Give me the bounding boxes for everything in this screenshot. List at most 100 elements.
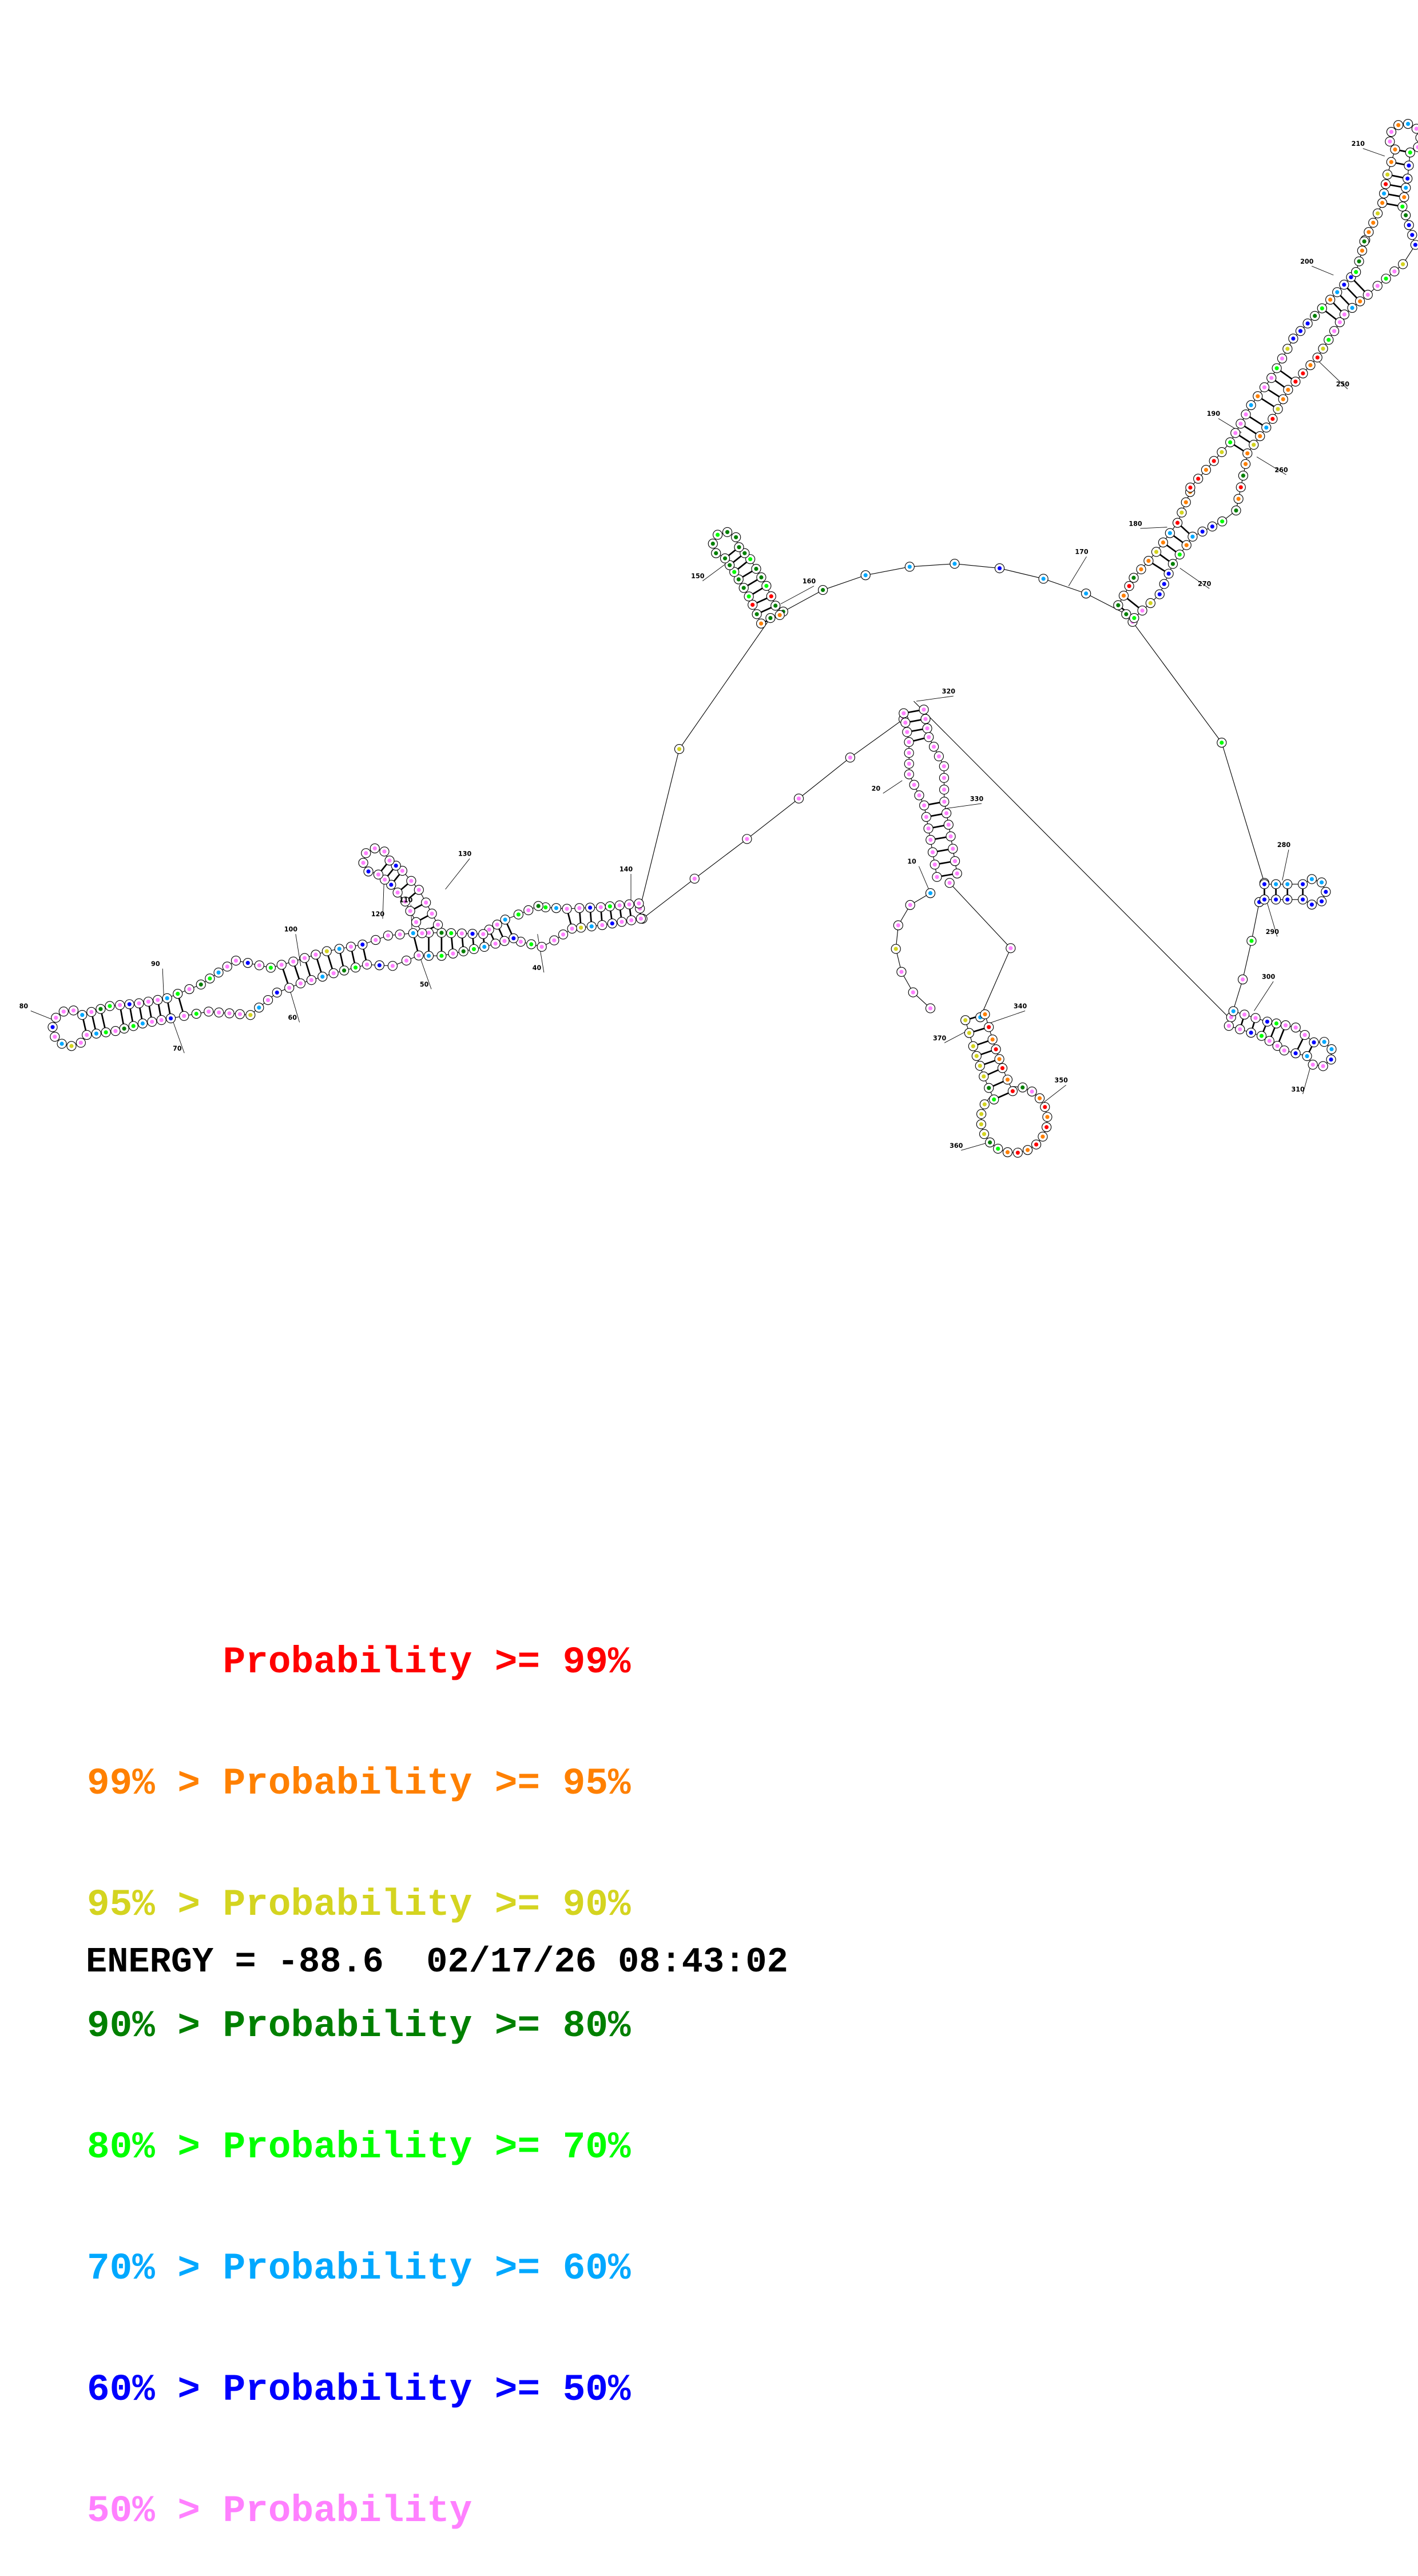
nucleotide-base	[608, 904, 612, 908]
nucleotide-base	[554, 906, 558, 910]
nucleotide-base	[122, 1027, 126, 1031]
nucleotide-base	[85, 1033, 89, 1037]
nucleotide-base	[409, 879, 413, 883]
nucleotide-base	[137, 1001, 141, 1005]
nucleotide-base	[128, 1002, 132, 1006]
nucleotide-base	[1313, 314, 1317, 318]
nucleotide-base	[1171, 562, 1175, 566]
nucleotide-base	[1212, 459, 1216, 463]
position-label: 180	[1129, 520, 1142, 528]
nucleotide-base	[1335, 290, 1339, 294]
nucleotide-base	[141, 1021, 145, 1025]
nucleotide-base	[1406, 122, 1410, 126]
nucleotide-base	[998, 566, 1002, 570]
nucleotide-base	[482, 945, 486, 949]
position-label: 120	[371, 911, 385, 918]
nucleotide-base	[337, 947, 341, 951]
position-label: 90	[151, 960, 160, 968]
nucleotide-base	[922, 804, 926, 808]
nucleotide-base	[349, 945, 353, 949]
backbone-line	[1000, 569, 1044, 579]
nucleotide-base	[908, 565, 912, 569]
nucleotide-base	[1268, 1039, 1272, 1043]
nucleotide-base	[1320, 880, 1324, 884]
backbone-line	[747, 798, 799, 839]
nucleotide-base	[94, 1032, 98, 1036]
nucleotide-base	[417, 888, 421, 892]
nucleotide-base	[1396, 123, 1400, 127]
nucleotide-base	[768, 616, 772, 620]
nucleotide-base	[80, 1013, 84, 1017]
nucleotide-base	[552, 939, 556, 943]
backbone-line	[694, 839, 747, 878]
nucleotide-base	[1238, 422, 1242, 426]
nucleotide-base	[1301, 897, 1305, 901]
nucleotide-base	[937, 754, 941, 758]
nucleotide-base	[1303, 1033, 1307, 1037]
nucleotide-base	[1188, 486, 1192, 490]
nucleotide-base	[238, 1012, 242, 1016]
nucleotide-base	[365, 963, 369, 967]
nucleotide-base	[487, 928, 491, 932]
nucleotide-base	[1253, 1016, 1257, 1020]
nucleotide-base	[778, 613, 782, 617]
nucleotide-base	[917, 793, 921, 797]
nucleotide-base	[1310, 903, 1314, 907]
nucleotide-base	[588, 905, 592, 909]
nucleotide-base	[146, 1000, 150, 1004]
nucleotide-base	[600, 923, 604, 927]
backbone-line	[1140, 527, 1167, 528]
backbone-line	[916, 696, 954, 701]
nucleotide-base	[511, 936, 515, 940]
legend-row: 50% > Probability	[87, 2492, 631, 2530]
nucleotide-base	[387, 858, 391, 862]
backbone-line	[702, 563, 727, 581]
nucleotide-base	[1084, 591, 1088, 595]
nucleotide-base	[903, 721, 907, 725]
nucleotide-base	[637, 901, 641, 905]
nucleotide-base	[693, 877, 697, 881]
nucleotide-base	[1310, 877, 1314, 881]
nucleotide-base	[373, 846, 377, 850]
position-label: 200	[1300, 258, 1314, 265]
nucleotide-base	[1016, 1151, 1020, 1155]
nucleotide-base	[1175, 521, 1179, 525]
nucleotide-base	[848, 756, 852, 760]
nucleotide-base	[1392, 269, 1396, 273]
nucleotide-base	[495, 923, 499, 927]
nucleotide-base	[1328, 297, 1332, 301]
nucleotide-base	[1262, 897, 1266, 901]
nucleotide-base	[378, 963, 382, 967]
nucleotide-base	[1285, 347, 1289, 351]
nucleotide-base	[389, 882, 393, 887]
nucleotide-base	[396, 891, 400, 895]
nucleotide-base	[1400, 205, 1404, 209]
nucleotide-base	[280, 963, 284, 967]
nucleotide-base	[1285, 882, 1289, 886]
nucleotide-base	[565, 907, 569, 911]
nucleotide-base	[924, 815, 928, 819]
nucleotide-base	[1312, 1040, 1316, 1044]
nucleotide-base	[217, 1011, 221, 1015]
nucleotide-base	[1201, 530, 1205, 534]
nucleotide-base	[725, 530, 729, 534]
nucleotide-base	[420, 931, 424, 935]
nucleotide-base	[1306, 321, 1310, 325]
nucleotide-base	[1342, 312, 1346, 316]
nucleotide-base	[1329, 1047, 1333, 1051]
nucleotide-base	[89, 1010, 93, 1014]
nucleotide-base	[894, 947, 898, 951]
nucleotide-base	[1367, 230, 1371, 234]
nucleotide-base	[1237, 497, 1241, 501]
nucleotide-base	[1294, 1025, 1298, 1029]
nucleotide-base	[1326, 338, 1330, 342]
nucleotide-base	[1220, 741, 1224, 745]
legend-row: 60% > Probability >= 50%	[87, 2371, 631, 2409]
backbone-line	[961, 1143, 988, 1150]
nucleotide-base	[1146, 559, 1150, 563]
nucleotide-base	[1244, 412, 1248, 416]
nucleotide-base	[748, 557, 752, 561]
nucleotide-base	[599, 905, 603, 909]
position-label: 100	[284, 926, 298, 933]
nucleotide-base	[928, 838, 932, 842]
